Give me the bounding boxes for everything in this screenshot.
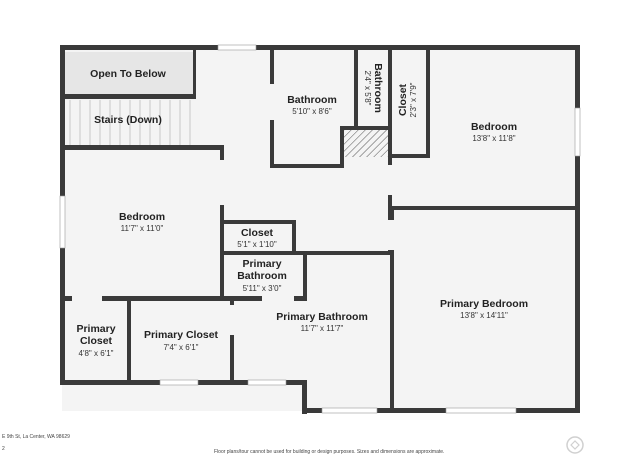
address-text: E 9th St, La Center, WA 98629: [2, 434, 70, 440]
closet-vertical-dims: 2'3" x 7'9": [409, 82, 418, 117]
disclaimer-text: Floor plans/tour cannot be used for buil…: [214, 449, 445, 455]
bedroom-left-name: Bedroom: [119, 211, 165, 223]
primary-bathroom-small-name-1: Primary: [242, 258, 281, 270]
logo-watermark-icon: [566, 436, 584, 454]
floor-area: [62, 48, 577, 411]
primary-bedroom-dims: 13'8" x 14'11": [460, 311, 508, 320]
windows: [59, 44, 581, 414]
bedroom-right-dims: 13'8" x 11'8": [472, 134, 515, 143]
primary-bathroom-dims: 11'7" x 11'7": [301, 324, 344, 333]
closet-small-name: Closet: [241, 227, 274, 239]
primary-bathroom-small-dims: 5'11" x 3'0": [243, 284, 282, 293]
hatched-chase: [344, 130, 388, 157]
primary-closet-left-name-2: Closet: [80, 335, 113, 347]
closet-vertical-name: Closet: [397, 83, 409, 116]
primary-bedroom-name: Primary Bedroom: [440, 298, 528, 310]
bathroom-small-name: Bathroom: [287, 94, 337, 106]
open-to-below-area: [65, 52, 193, 96]
primary-bathroom-small-name-2: Bathroom: [237, 270, 287, 282]
bedroom-right-name: Bedroom: [471, 121, 517, 133]
primary-closet-dims: 7'4" x 6'1": [164, 343, 199, 352]
primary-bathroom-name: Primary Bathroom: [276, 311, 368, 323]
stairs-label: Stairs (Down): [94, 114, 162, 126]
bathroom-small-dims: 5'10" x 8'6": [292, 107, 332, 116]
primary-closet-left-name-1: Primary: [76, 323, 115, 335]
bedroom-left-dims: 11'7" x 11'0": [121, 224, 164, 233]
door-openings: [72, 84, 394, 335]
bathroom-vertical-dims: 2'4" x 5'8": [363, 71, 372, 106]
primary-closet-left-dims: 4'8" x 6'1": [79, 349, 114, 358]
page-number: 2: [2, 446, 5, 452]
primary-closet-name: Primary Closet: [144, 329, 219, 341]
open-to-below-label: Open To Below: [90, 68, 166, 80]
bathroom-vertical-name: Bathroom: [372, 63, 384, 113]
stairs-treads: [69, 100, 191, 145]
closet-small-dims: 5'1" x 1'10": [237, 240, 277, 249]
